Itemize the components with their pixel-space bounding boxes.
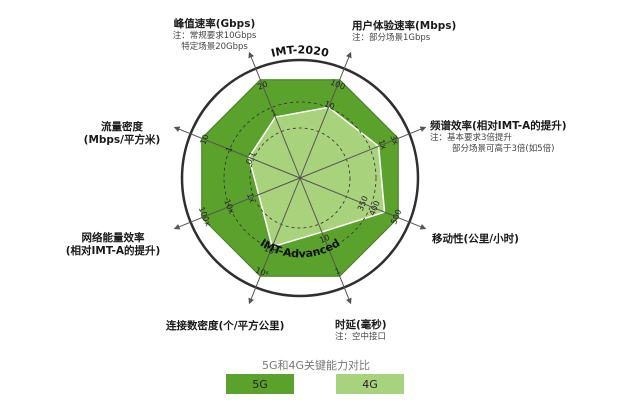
axis-label-energy: 网络能量效率 (相对IMT-A的提升) xyxy=(58,232,168,258)
tick-label-peak-1: 1 xyxy=(270,108,278,118)
axis-label-traffic: 流量密度 (Mbps/平方米) xyxy=(72,121,172,147)
axis-title-spectrum: 频谱效率(相对IMT-A的提升) xyxy=(430,120,567,132)
axis-note-peak-2: 特定场景20Gbps xyxy=(181,41,248,52)
tick-label-user-1: 10 xyxy=(323,99,336,111)
legend-item-5g: 5G xyxy=(226,374,294,394)
axis-title-connection: 连接数密度(个/平方公里) xyxy=(166,320,285,332)
axis-title-latency: 时延(毫秒) xyxy=(335,319,387,331)
tick-label-peak-2: 20 xyxy=(256,80,269,92)
axis-title-mobility: 移动性(公里/小时) xyxy=(432,233,519,245)
axis-label-user: 用户体验速率(Mbps) 注：部分场景1Gbps xyxy=(352,20,456,44)
legend-title: 5G和4G关键能力对比 xyxy=(261,359,371,372)
axis-label-mobility: 移动性(公里/小时) xyxy=(432,233,519,246)
axis-label-latency: 时延(毫秒) 注：空中接口 xyxy=(335,319,387,343)
axis-title-traffic: 流量密度 xyxy=(101,121,143,133)
tick-label-traffic-3: 10 xyxy=(199,133,211,146)
grid-circle-2 xyxy=(223,101,377,255)
tick-label-spectrum-2: 3x xyxy=(388,134,400,147)
grid-circles xyxy=(223,101,377,255)
axis-label-spectrum: 频谱效率(相对IMT-A的提升) 注：基本要求3倍提升 部分场景可高于3倍(如5… xyxy=(430,120,567,154)
axis-note-spectrum-1: 注：基本要求3倍提升 xyxy=(430,133,512,144)
axis-line-connection xyxy=(248,177,301,305)
axis-line-traffic xyxy=(173,126,301,179)
axis-title-peak: 峰值速率(Gbps) xyxy=(173,18,256,30)
tick-label-latency-2: 1 xyxy=(334,266,342,276)
tick-label-traffic-2: 1 xyxy=(224,145,234,153)
tick-label-latency-1: 10 xyxy=(318,233,331,245)
ring-label-outer: IMT-2020 xyxy=(270,43,331,60)
axis-line-peak xyxy=(248,51,301,179)
legend-item-4g: 4G xyxy=(336,374,404,394)
axis-title-user: 用户体验速率(Mbps) xyxy=(352,20,457,32)
axis-note-energy-1: (相对IMT-A的提升) xyxy=(65,245,161,258)
axis-note-user-1: 注：部分场景1Gbps xyxy=(352,33,431,44)
tick-label-spectrum-1: 1x xyxy=(377,138,389,151)
axis-note-peak-1: 注：常规要求10Gbps xyxy=(172,31,257,42)
axis-line-mobility xyxy=(299,177,427,230)
axis-line-spectrum xyxy=(299,126,427,179)
axis-line-user xyxy=(299,51,352,179)
axis-title-energy: 网络能量效率 xyxy=(81,232,145,244)
grid-circle-1 xyxy=(249,127,351,229)
axis-note-traffic-1: (Mbps/平方米) xyxy=(83,134,161,147)
tick-label-traffic-1: 0.1 xyxy=(244,151,257,166)
axis-note-latency-1: 注：空中接口 xyxy=(335,332,387,343)
axis-line-latency xyxy=(299,177,352,305)
axis-note-spectrum-2: 部分场景可高于3倍(如5倍) xyxy=(452,143,555,154)
axis-label-peak: 峰值速率(Gbps) 注：常规要求10Gbps 特定场景20Gbps xyxy=(152,18,277,52)
axis-label-connection: 连接数密度(个/平方公里) xyxy=(166,320,284,333)
axis-lines xyxy=(173,51,427,305)
axis-line-energy xyxy=(173,177,301,230)
tick-label-energy-1: 1x xyxy=(245,192,257,205)
